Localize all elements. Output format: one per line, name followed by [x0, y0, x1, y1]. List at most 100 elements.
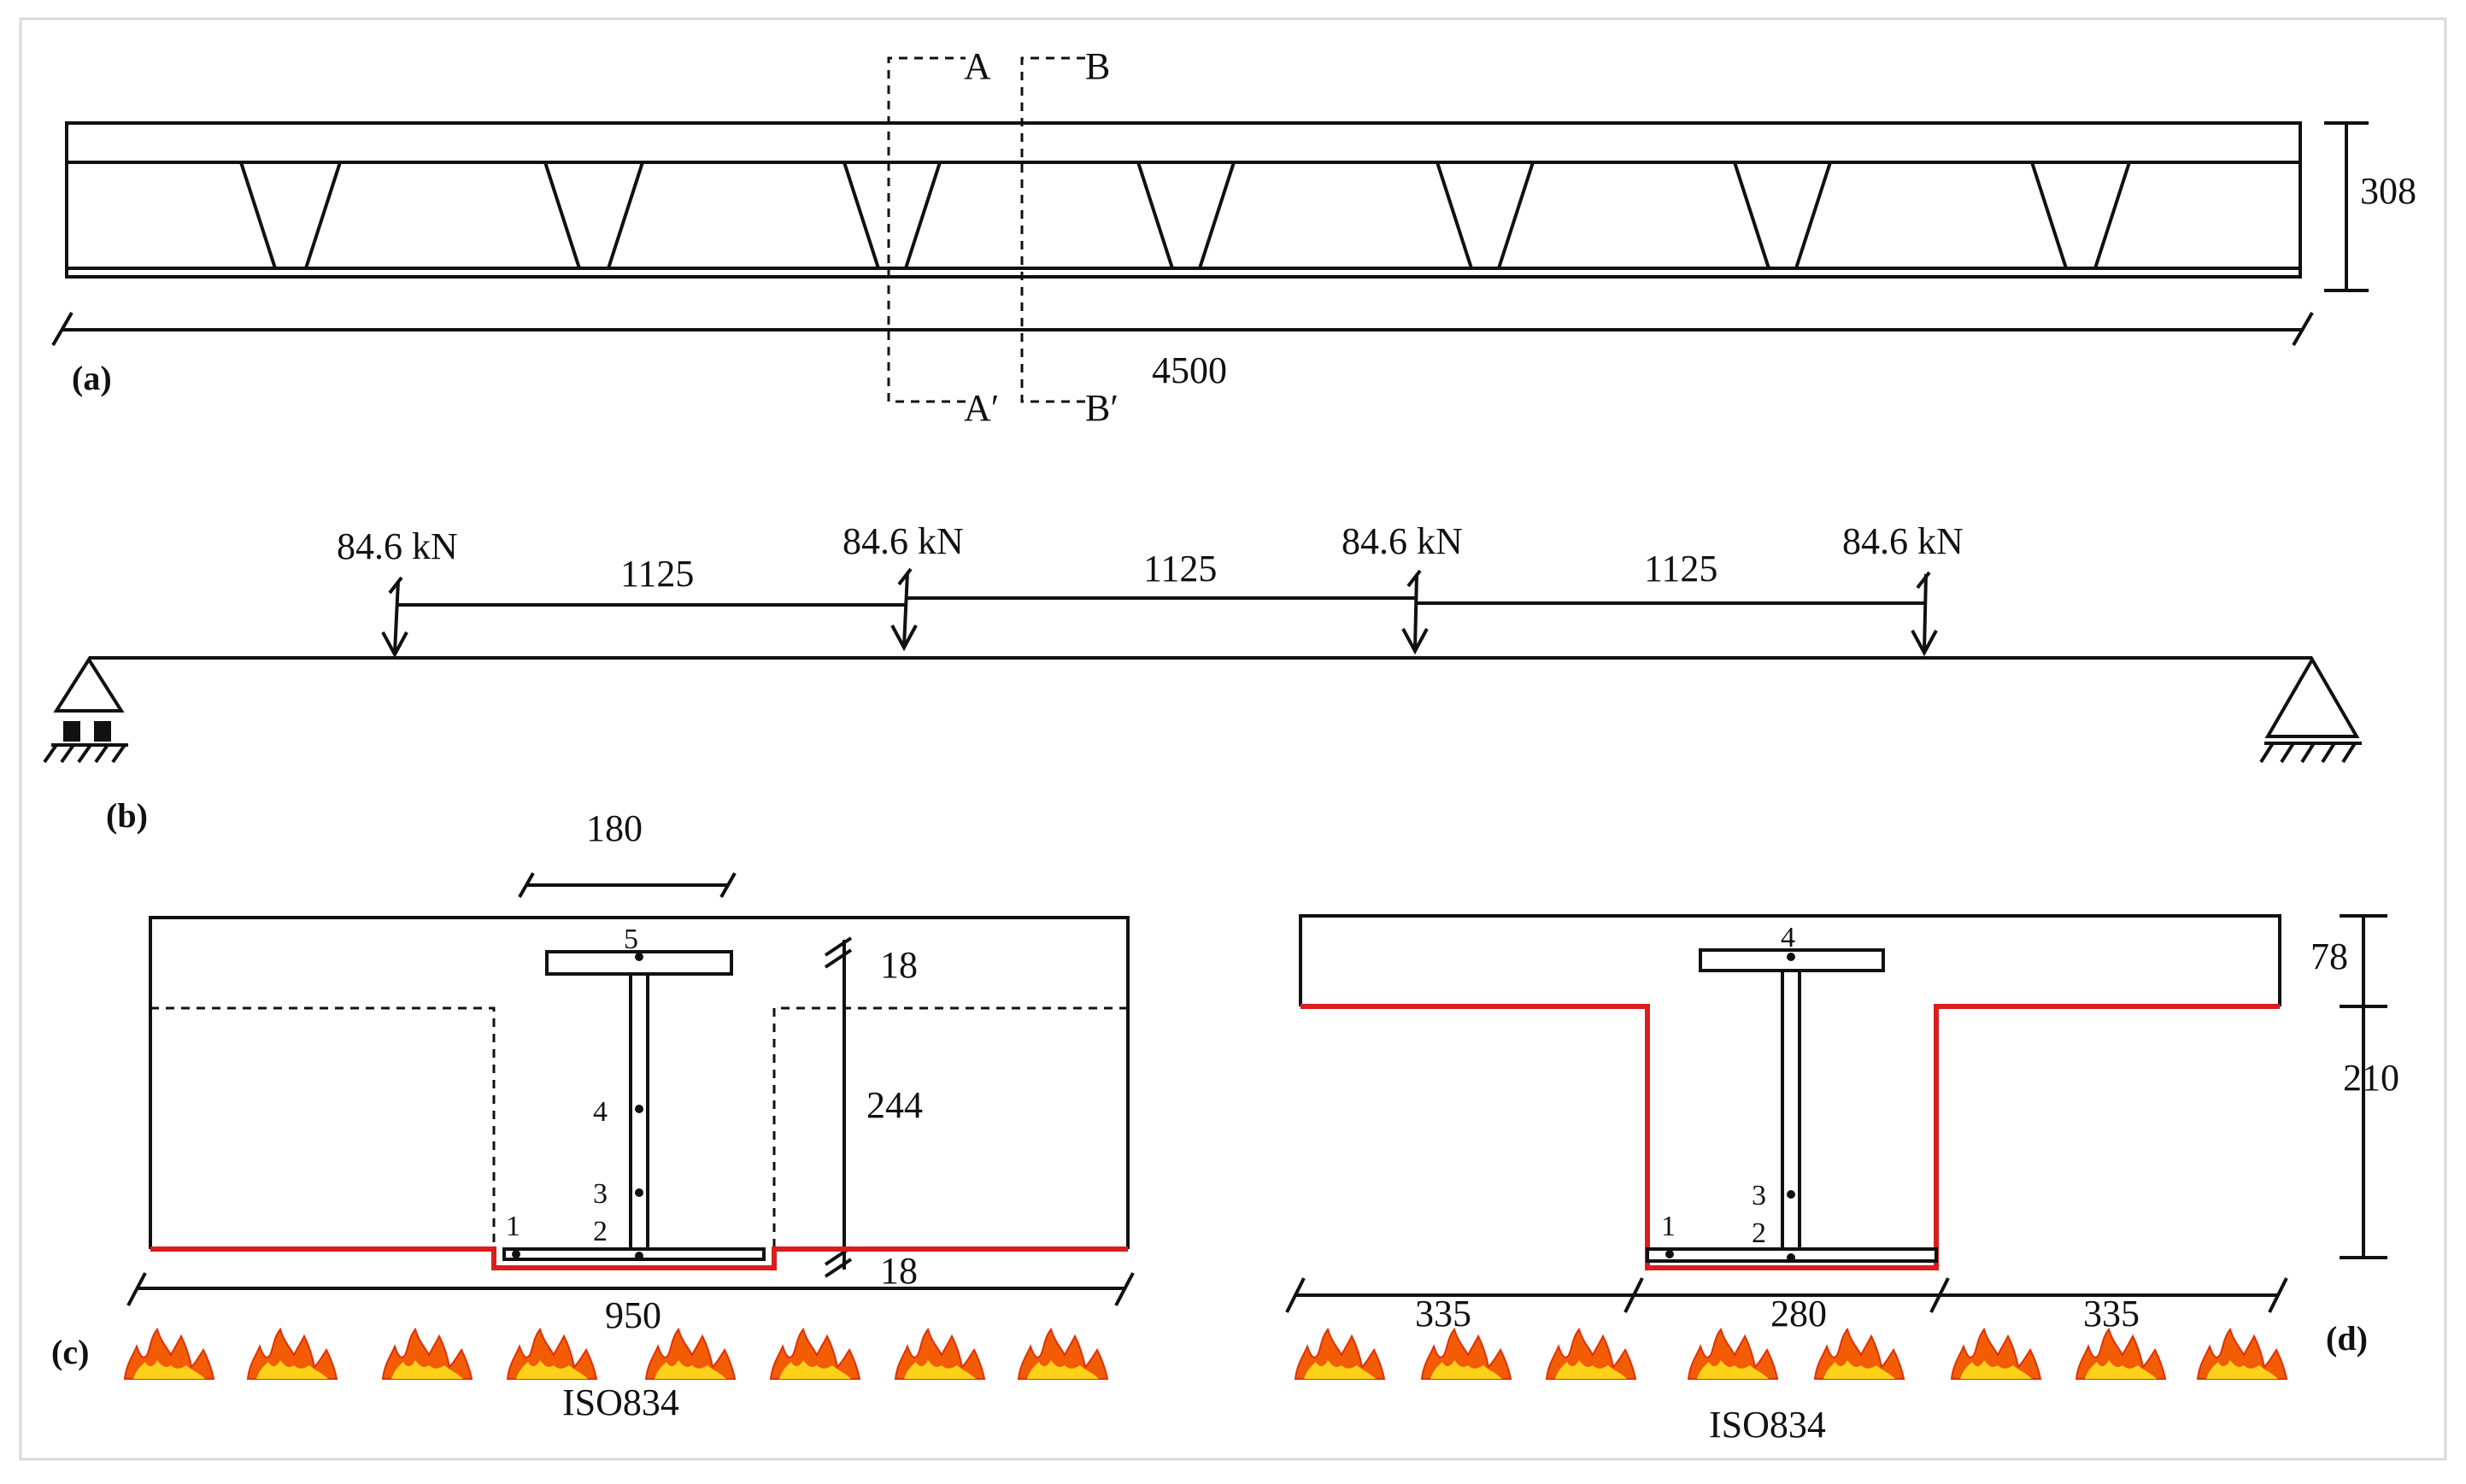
top-flange-thk-label: 18 [880, 944, 918, 986]
top-flange-c [545, 950, 733, 976]
point-2-d [1787, 1253, 1795, 1262]
point-loads [381, 567, 1938, 659]
load-arrow-2 [890, 567, 918, 652]
rib-depth-label: 210 [2343, 1057, 2399, 1099]
panel-b-beam [43, 656, 2362, 764]
width-label-2-d: 280 [1770, 1293, 1827, 1334]
point-1-label-c: 1 [506, 1211, 520, 1242]
flame-icon [382, 1329, 473, 1380]
flame-icon [895, 1329, 985, 1380]
point-5-label-c: 5 [624, 924, 638, 955]
length-dim-label: 4500 [1152, 349, 1227, 391]
pin-hatch [2259, 742, 2357, 764]
load-label-3: 84.6 kN [1342, 520, 1463, 562]
pin-support [2264, 656, 2360, 738]
slab-outline-c [149, 916, 1130, 1249]
flange-depth-label: 78 [2310, 936, 2348, 977]
flame-icon [1018, 1329, 1108, 1380]
panel-d-section-b [1285, 914, 2387, 1313]
point-2-label-c: 2 [593, 1216, 608, 1247]
point-2-label-d: 2 [1752, 1217, 1766, 1249]
fire-exposed-edge-d [1301, 1004, 2280, 1270]
flame-icon [645, 1329, 736, 1380]
point-1-d [1665, 1250, 1674, 1258]
section-b-prime-label: B′ [1085, 387, 1119, 429]
panel-a-elevation [65, 121, 2302, 279]
bottom-flange-c [502, 1247, 766, 1261]
roller-left [63, 721, 80, 742]
point-1-label-d: 1 [1661, 1211, 1676, 1242]
flame-icon [2197, 1329, 2287, 1380]
load-arrow-4 [1911, 571, 1938, 657]
panel-a-tag: (a) [72, 359, 112, 397]
fire-exposed-edge-c [150, 1246, 1128, 1270]
point-1-c [512, 1250, 520, 1258]
spacing-label-2: 1125 [1143, 548, 1217, 589]
slab-elevation-outline [65, 121, 2302, 279]
section-a-cut [887, 56, 966, 403]
length-dimension [51, 311, 2314, 347]
flames-c [124, 1329, 1108, 1380]
width-label-3-d: 335 [2083, 1293, 2140, 1334]
point-3-label-c: 3 [593, 1178, 608, 1210]
section-a-label: A [964, 45, 991, 87]
point-3-label-d: 3 [1752, 1180, 1766, 1211]
rib-dashed-c [150, 1006, 1128, 1249]
flame-icon [2076, 1329, 2166, 1380]
flame-icon [1688, 1329, 1778, 1380]
height-dim-label: 308 [2360, 170, 2416, 212]
flame-icon [124, 1329, 214, 1380]
point-3-d [1787, 1190, 1795, 1199]
flame-icon [1421, 1329, 1512, 1380]
point-4-label-d: 4 [1781, 922, 1795, 953]
flame-icon [1814, 1329, 1905, 1380]
panel-d-tag: (d) [2326, 1319, 2368, 1358]
flame-icon [1546, 1329, 1636, 1380]
point-3-c [635, 1188, 643, 1197]
fire-curve-label-d: ISO834 [1709, 1404, 1826, 1446]
point-4-c [635, 1105, 643, 1113]
panel-c-tag: (c) [51, 1333, 89, 1371]
load-arrow-3 [1401, 569, 1429, 655]
section-cuts [887, 56, 1085, 403]
slab-width-label: 950 [605, 1294, 661, 1336]
measure-points-c [512, 953, 643, 1260]
flame-icon [1295, 1329, 1385, 1380]
roller-support [53, 656, 125, 713]
load-label-1: 84.6 kN [337, 525, 458, 567]
point-5-c [635, 953, 643, 961]
web-height-label: 244 [866, 1084, 923, 1126]
panel-b-tag: (b) [106, 796, 148, 835]
point-4-label-c: 4 [593, 1096, 608, 1128]
width-label-1-d: 335 [1415, 1293, 1471, 1334]
measure-points-d [1665, 953, 1795, 1262]
fire-curve-label-c: ISO834 [562, 1381, 679, 1423]
spacing-label-1: 1125 [620, 553, 694, 595]
section-a-prime-label: A′ [964, 387, 999, 429]
roller-right [94, 721, 111, 742]
flame-icon [247, 1329, 338, 1380]
flames-d [1295, 1329, 2287, 1380]
flange-width-label: 180 [586, 807, 643, 849]
spacing-label-3: 1125 [1644, 548, 1717, 589]
rib-profile [67, 161, 2300, 269]
load-label-2: 84.6 kN [843, 520, 964, 562]
point-4-d [1787, 953, 1795, 961]
section-b-cut [1020, 56, 1085, 403]
flame-icon [1951, 1329, 2041, 1380]
load-label-4: 84.6 kN [1842, 520, 1964, 562]
point-2-c [635, 1252, 643, 1260]
flame-icon [507, 1329, 597, 1380]
flange-outline-d [1299, 914, 2281, 1006]
load-arrow-1 [381, 576, 408, 659]
outer-border [19, 17, 2447, 1461]
top-flange-d [1699, 948, 1885, 972]
section-b-label: B [1085, 45, 1110, 87]
roller-hatch [43, 743, 126, 764]
bottom-flange-thk-label: 18 [880, 1250, 918, 1292]
height-dimension [2324, 121, 2369, 292]
flame-icon [770, 1329, 860, 1380]
panel-c-section-a [126, 872, 1135, 1306]
